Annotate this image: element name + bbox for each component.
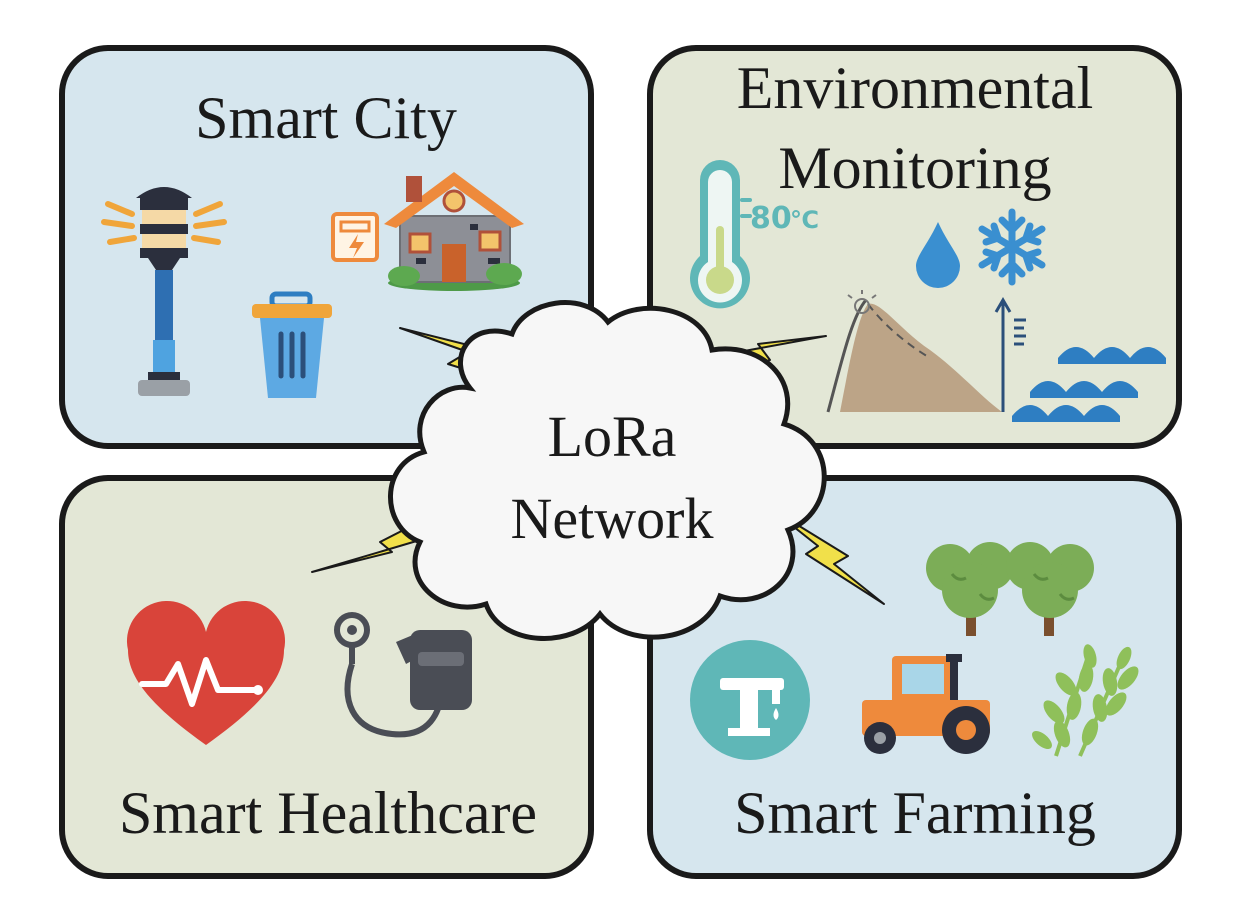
environmental-title-line2: Monitoring bbox=[778, 135, 1051, 201]
smart-healthcare-title: Smart Healthcare bbox=[119, 780, 537, 846]
waves-icon bbox=[1012, 347, 1166, 422]
blood-pressure-monitor-icon bbox=[334, 612, 472, 738]
street-lamp-icon bbox=[101, 187, 227, 396]
tractor-icon bbox=[862, 654, 990, 754]
water-level-icon bbox=[994, 297, 1026, 412]
heart-icon bbox=[126, 600, 286, 745]
trash-can-icon bbox=[252, 291, 332, 398]
environmental-monitoring-panel bbox=[647, 45, 1182, 449]
temperature-reading: 80 bbox=[750, 201, 792, 236]
smart-city-title: Smart City bbox=[195, 85, 457, 151]
irrigation-pump-icon bbox=[690, 640, 810, 760]
mountain-icon bbox=[826, 290, 1002, 413]
environmental-title-line1: Environmental bbox=[737, 55, 1094, 121]
thermometer-icon bbox=[690, 160, 752, 309]
smart-farming-title: Smart Farming bbox=[734, 780, 1096, 846]
cloud-label-line1: LoRa bbox=[548, 404, 677, 469]
cloud-label-line2: Network bbox=[511, 486, 714, 551]
wheat-icon bbox=[1032, 644, 1139, 757]
house-icon bbox=[384, 172, 524, 291]
electric-meter-icon bbox=[331, 212, 379, 262]
trees-icon bbox=[926, 542, 1094, 636]
snowflake-icon bbox=[978, 208, 1046, 286]
water-drop-icon bbox=[916, 222, 960, 288]
temperature-unit: ℃ bbox=[790, 206, 819, 234]
lora-network-cloud bbox=[388, 300, 827, 641]
